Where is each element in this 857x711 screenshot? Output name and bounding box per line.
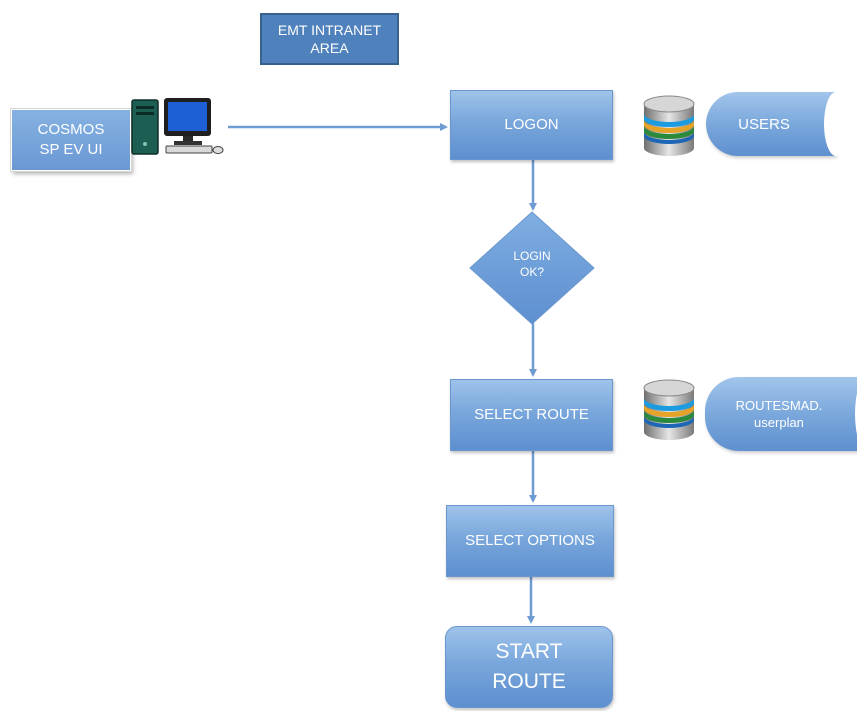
routes-data-store[interactable]: ROUTESMAD. userplan bbox=[705, 377, 857, 451]
client-app-box[interactable]: COSMOS SP EV UI bbox=[11, 109, 131, 171]
database-icon bbox=[643, 379, 695, 440]
select-route-step[interactable]: SELECT ROUTE bbox=[450, 379, 613, 451]
routes-data-store-label: ROUTESMAD. userplan bbox=[735, 398, 823, 430]
start-route-step[interactable]: START ROUTE bbox=[445, 626, 613, 708]
logon-step[interactable]: LOGON bbox=[450, 90, 613, 160]
login-decision-label: LOGIN OK? bbox=[513, 249, 551, 279]
database-icon bbox=[643, 95, 695, 156]
desktop-computer-icon bbox=[131, 98, 224, 155]
users-data-store-label: USERS bbox=[738, 115, 790, 133]
select-options-step[interactable]: SELECT OPTIONS bbox=[446, 505, 614, 577]
intranet-area-label: EMT INTRANET AREA bbox=[260, 13, 399, 65]
users-data-store[interactable]: USERS bbox=[706, 92, 848, 156]
login-decision-diamond[interactable] bbox=[469, 211, 595, 325]
